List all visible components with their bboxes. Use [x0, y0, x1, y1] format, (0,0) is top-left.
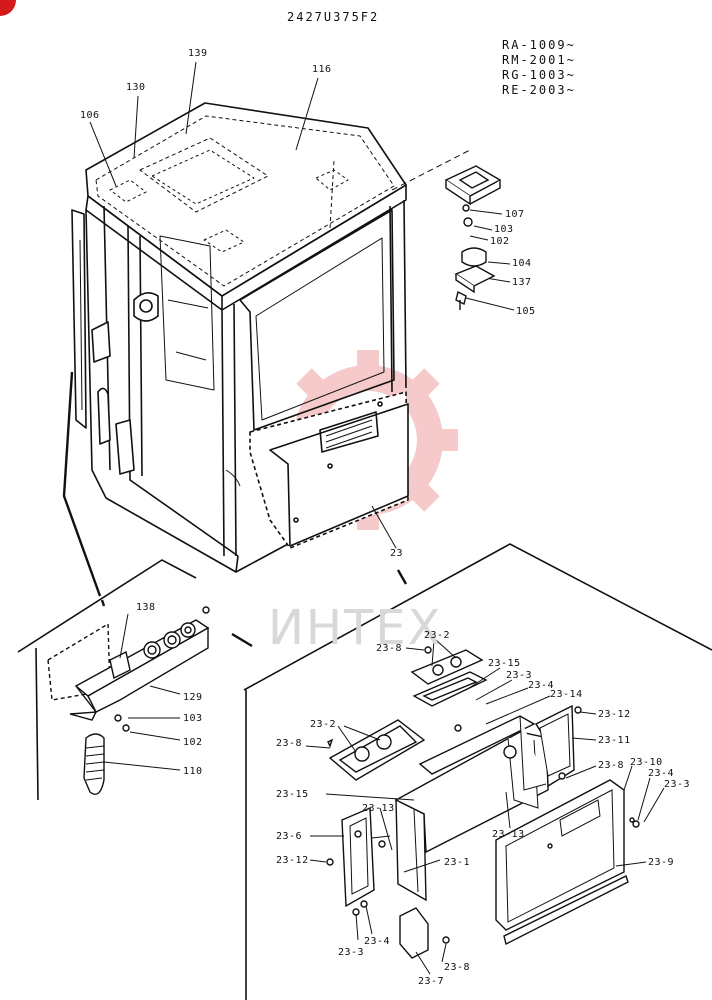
callout-23-8: 23-8	[444, 962, 471, 973]
model-item: RA-1009~	[502, 38, 576, 52]
callout-23-2: 23-2	[424, 630, 451, 641]
callout-23: 23	[390, 548, 404, 559]
callout-23-9: 23-9	[648, 857, 675, 868]
callout-23-15: 23-15	[276, 789, 309, 800]
right-detail-vent	[326, 646, 640, 959]
callout-137: 137	[512, 277, 532, 288]
callout-23-12: 23-12	[276, 855, 309, 866]
callout-102: 102	[490, 236, 510, 247]
model-item: RG-1003~	[502, 68, 576, 82]
callout-23-4: 23-4	[648, 768, 675, 779]
callout-104: 104	[512, 258, 532, 269]
ceiling-vent-parts	[444, 165, 502, 310]
callout-23-13: 23-13	[492, 829, 525, 840]
leader-lines	[89, 61, 515, 585]
callout-23-8: 23-8	[598, 760, 625, 771]
callout-23-15: 23-15	[488, 658, 521, 669]
callout-106: 106	[80, 110, 100, 121]
callout-23-13: 23-13	[362, 803, 395, 814]
callout-23-10: 23-10	[630, 757, 663, 768]
cab-assembly	[71, 102, 409, 573]
callout-23-4: 23-4	[364, 936, 391, 947]
callout-23-3: 23-3	[506, 670, 533, 681]
callout-23-8: 23-8	[376, 643, 403, 654]
callout-138: 138	[136, 602, 156, 613]
callout-130: 130	[126, 82, 146, 93]
callout-107: 107	[505, 209, 525, 220]
callout-129: 129	[183, 692, 203, 703]
callout-23-14: 23-14	[550, 689, 583, 700]
callout-23-2: 23-2	[310, 719, 337, 730]
callout-23-7: 23-7	[418, 976, 445, 987]
callout-23-3: 23-3	[664, 779, 691, 790]
callout-23-8: 23-8	[276, 738, 303, 749]
section-panels	[17, 371, 712, 1000]
callout-116: 116	[312, 64, 332, 75]
model-list: RA-1009~ RM-2001~ RG-1003~ RE-2003~	[502, 38, 576, 98]
watermark-text: ИНТЕХ	[268, 600, 443, 656]
callout-23-12: 23-12	[598, 709, 631, 720]
model-item: RE-2003~	[502, 83, 576, 97]
callout-102: 102	[183, 737, 203, 748]
detail-leaders	[103, 613, 665, 975]
callout-105: 105	[516, 306, 536, 317]
callout-23-4: 23-4	[528, 680, 555, 691]
callout-23-11: 23-11	[598, 735, 631, 746]
drawing-code: 2427U375F2	[287, 10, 380, 24]
callout-139: 139	[188, 48, 208, 59]
callout-23-6: 23-6	[276, 831, 303, 842]
callout-110: 110	[183, 766, 203, 777]
model-item: RM-2001~	[502, 53, 576, 67]
callout-23-1: 23-1	[444, 857, 471, 868]
callout-103: 103	[494, 224, 514, 235]
callout-103: 103	[183, 713, 203, 724]
left-detail-vent	[47, 606, 210, 795]
callout-23-3: 23-3	[338, 947, 365, 958]
